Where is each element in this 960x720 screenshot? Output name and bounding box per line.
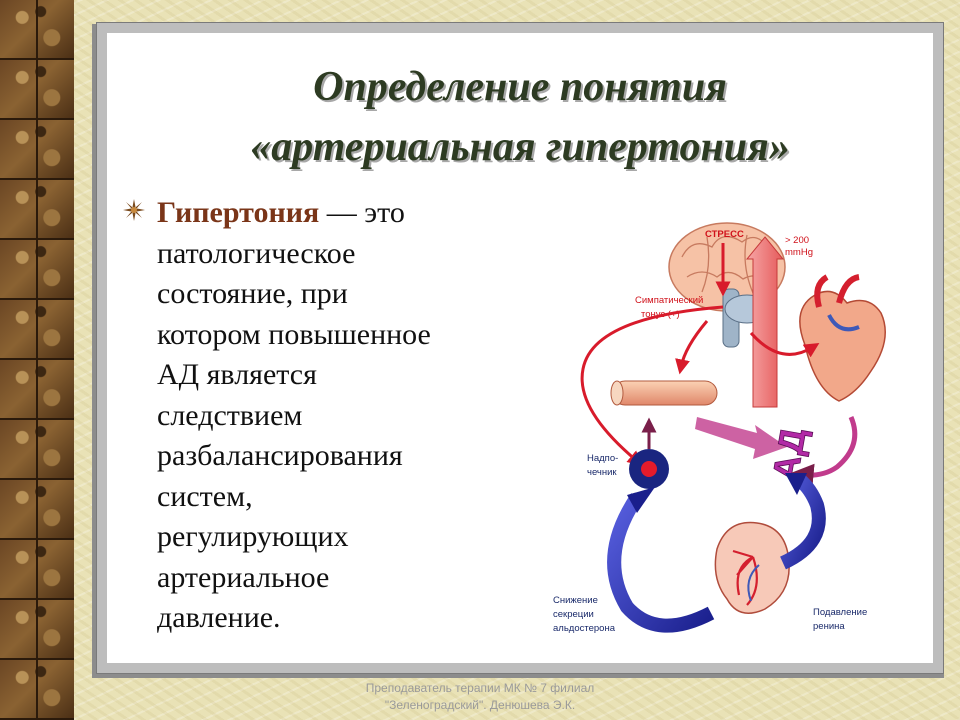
brain-to-vessel-arrow — [675, 320, 709, 375]
side-tile — [0, 600, 74, 660]
definition-line: АД является — [157, 358, 317, 391]
heart-to-pressure-arrow — [788, 416, 858, 489]
definition-line: артериальное — [157, 560, 330, 594]
slide-footer: Преподаватель терапии МК № 7 филиал "Зел… — [260, 680, 700, 714]
adrenal-label-line-2: чечник — [587, 467, 617, 478]
adrenal-label-line-1: Надпо- — [587, 453, 618, 464]
definition-term: Гипертония — [157, 196, 320, 229]
title-line-2: «артериальная гипертония» — [250, 124, 790, 170]
renin-feedback-arrow — [779, 473, 826, 570]
side-tile — [0, 540, 74, 600]
renin-arrow-head — [785, 473, 807, 495]
slide-title: Определение понятия «артериальная гиперт… — [107, 57, 933, 177]
side-tile — [0, 360, 74, 420]
aldosterone-label-line-2: секреции — [553, 609, 594, 620]
side-tile — [0, 480, 74, 540]
side-tile — [0, 60, 74, 120]
kidney-illustration — [714, 521, 790, 614]
sympathetic-label-line-1: Симпатический — [635, 295, 703, 306]
vessel-to-pressure-arrow — [695, 417, 787, 459]
definition-line: давление. — [157, 601, 281, 634]
definition-line: регулирующих — [157, 520, 349, 553]
side-tile — [0, 300, 74, 360]
blood-vessel-illustration — [610, 380, 718, 406]
definition-line: патологическое — [157, 236, 356, 270]
slide-content: Определение понятия «артериальная гиперт… — [107, 33, 933, 663]
decorative-side-strip — [0, 0, 74, 720]
side-tile — [0, 420, 74, 480]
aldosterone-feedback-arrow — [607, 493, 715, 633]
side-tile — [0, 0, 74, 60]
starburst-bullet-icon — [123, 199, 145, 221]
hypertension-diagram: СТРЕСС Симпатический тонус (+) > 200 mmH… — [553, 222, 886, 634]
definition-first-line: Гипертония — это — [157, 193, 497, 234]
pressure-value-label: > 200 — [785, 235, 809, 246]
definition-connector: — это — [319, 196, 405, 229]
side-tile — [0, 180, 74, 240]
definition-line: разбалансирования — [157, 439, 403, 472]
side-tile — [0, 660, 74, 720]
aldosterone-label-line-1: Снижение — [553, 595, 598, 606]
renin-label-line-1: Подавление — [813, 607, 867, 618]
pressure-rise-arrow — [745, 236, 785, 408]
definition-line: систем, — [157, 479, 253, 513]
stress-label: СТРЕСС — [705, 229, 744, 240]
definition-line: следствием — [157, 398, 303, 432]
slide-panel: Определение понятия «артериальная гиперт… — [96, 22, 944, 674]
definition-text: Гипертония — это патологическое состояни… — [157, 193, 497, 639]
pressure-unit-label: mmHg — [785, 247, 813, 258]
definition-line: состояние, при — [157, 277, 348, 310]
adrenal-gland-illustration — [629, 417, 669, 489]
definition-line: котором повышенное — [157, 317, 431, 351]
brain-to-adrenal-arrow — [580, 305, 724, 466]
renin-label-line-2: ренина — [813, 621, 845, 632]
title-line-1: Определение понятия — [313, 64, 727, 110]
brain-to-heart-arrow — [749, 332, 820, 358]
heart-illustration — [799, 274, 886, 402]
side-tile — [0, 240, 74, 300]
aldosterone-label-line-3: альдостерона — [553, 623, 616, 634]
side-tile — [0, 120, 74, 180]
footer-line-1: Преподаватель терапии МК № 7 филиал — [365, 681, 595, 695]
footer-line-2: "Зеленоградский". Денюшева Э.К. — [384, 698, 576, 712]
aldosterone-arrow-head — [627, 487, 655, 513]
